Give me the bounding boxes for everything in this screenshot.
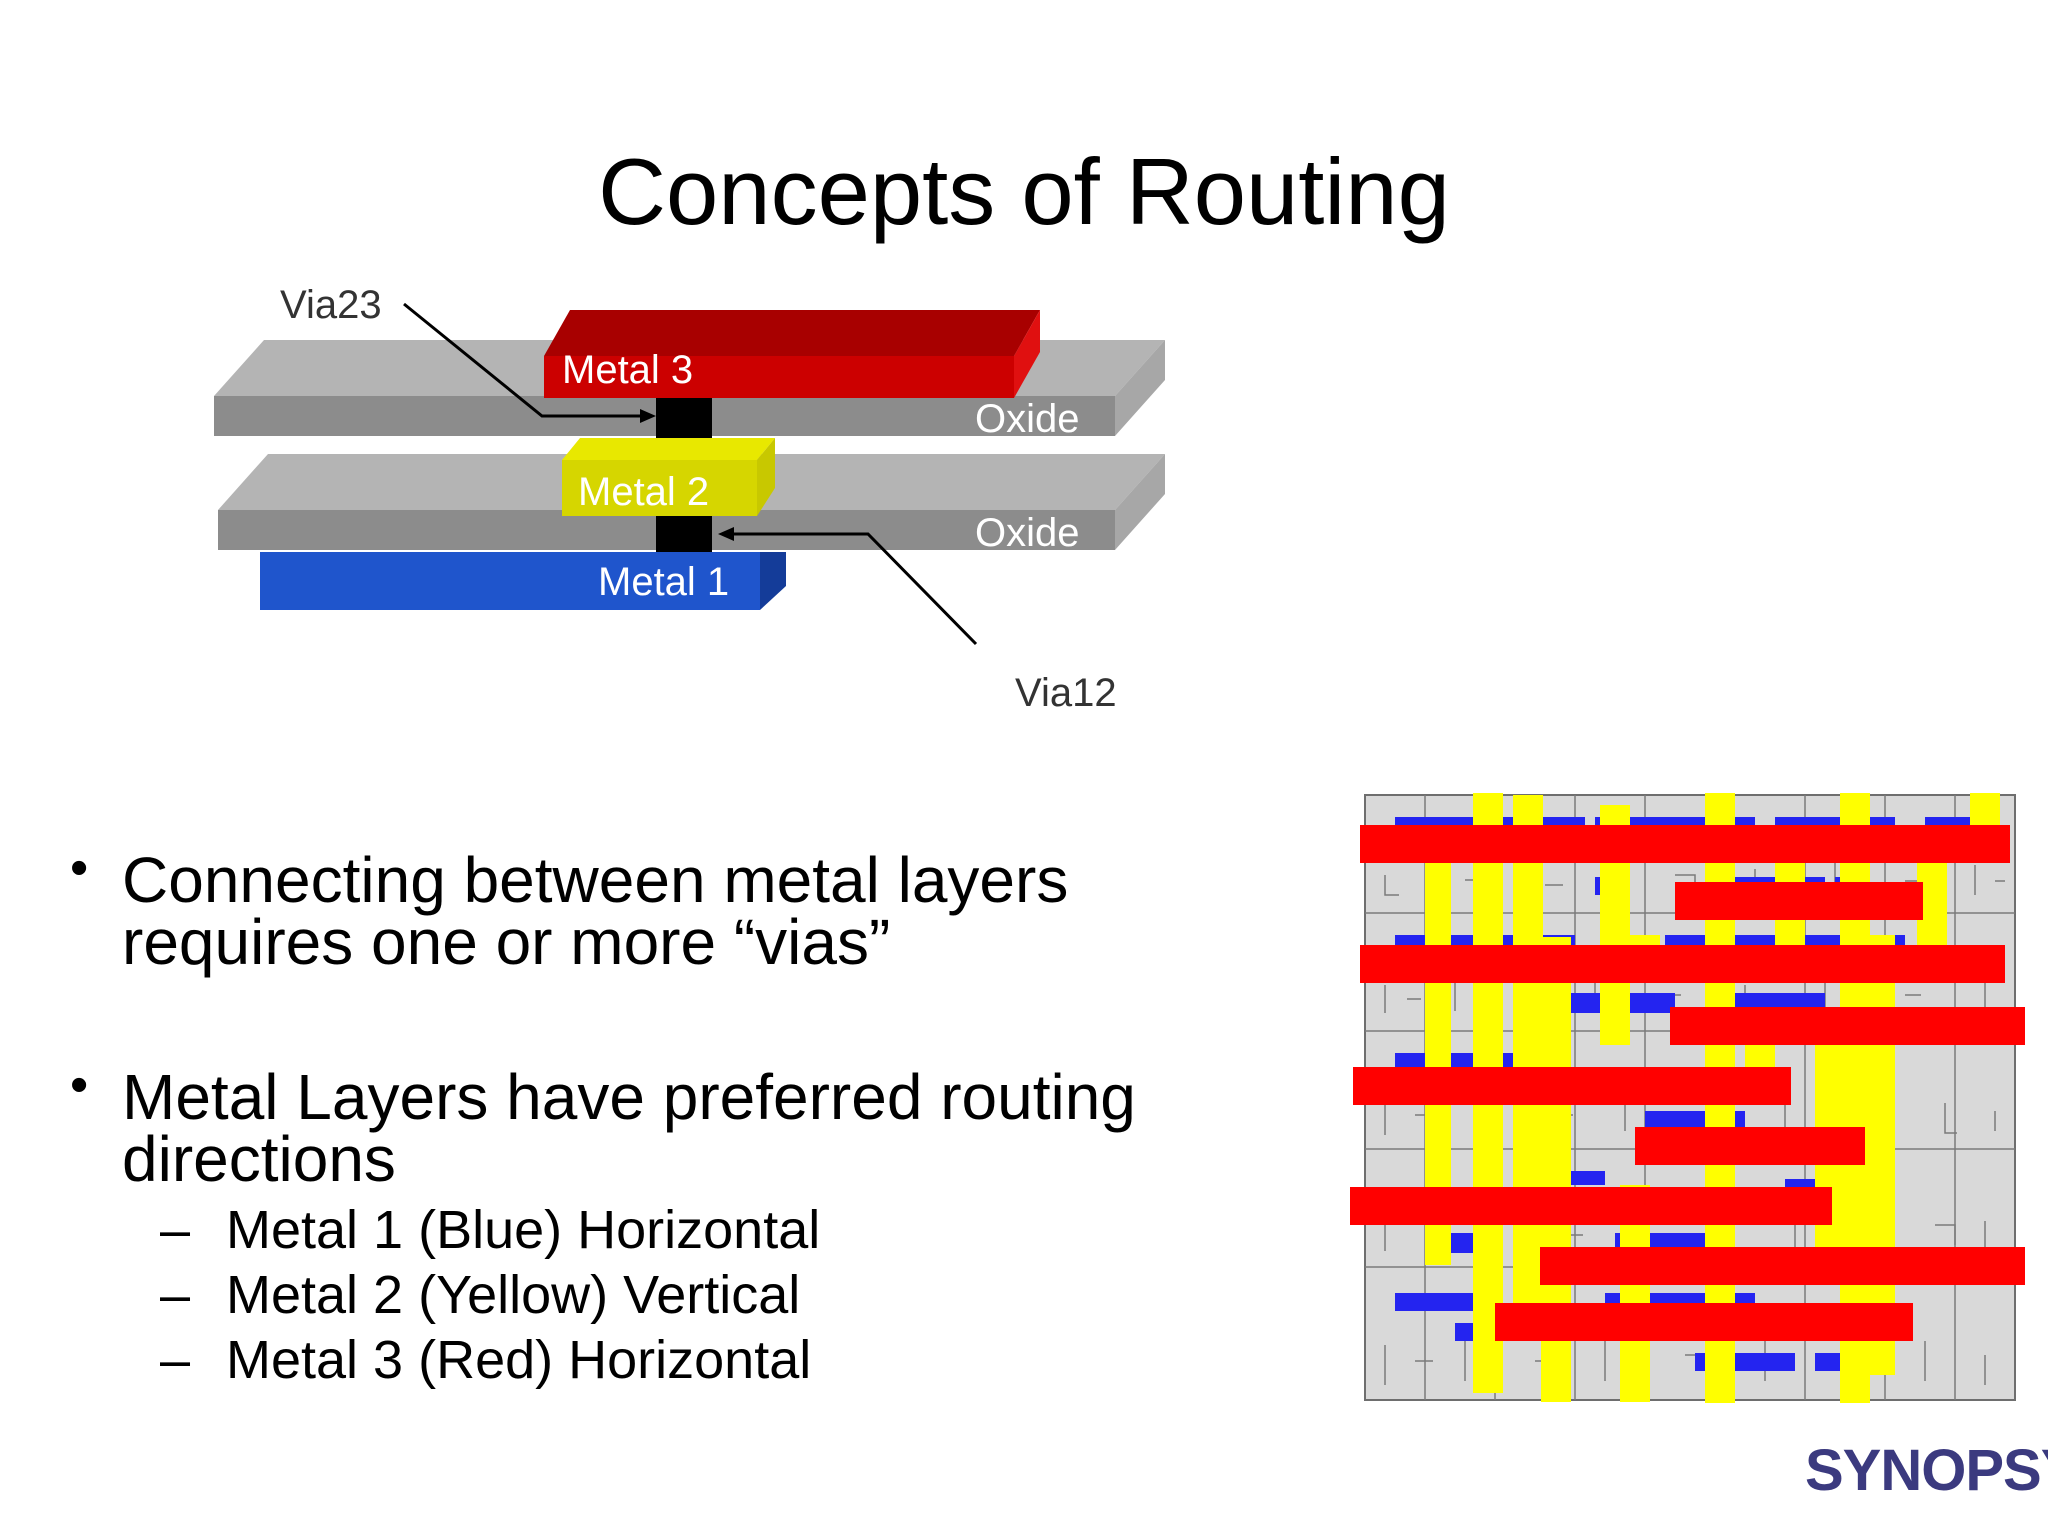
sub-bullet-metal1: –Metal 1 (Blue) Horizontal [160, 1203, 820, 1257]
oxide-bottom-label: Oxide [975, 511, 1080, 555]
page-title: Concepts of Routing [598, 139, 1450, 244]
metal1-bar [260, 552, 786, 610]
sub-bullet-text: Metal 2 (Yellow) Vertical [226, 1265, 801, 1325]
via23-label: Via23 [280, 283, 382, 327]
via23-block [656, 398, 712, 438]
logo-text: SYNOPSYS [1805, 1438, 2048, 1503]
routing-layout-image [1350, 793, 2025, 1403]
sub-bullet-text: Metal 3 (Red) Horizontal [226, 1330, 812, 1390]
metal2-label: Metal 2 [578, 470, 709, 514]
oxide-top-label: Oxide [975, 397, 1080, 441]
sub-bullet-metal2: –Metal 2 (Yellow) Vertical [160, 1268, 800, 1322]
sub-bullet-dash: – [160, 1200, 191, 1260]
bullet-line: Metal Layers have preferred routing [122, 1061, 1136, 1133]
bullet-dot: • [70, 839, 89, 897]
metal2-block [562, 438, 775, 516]
sub-bullet-text: Metal 1 (Blue) Horizontal [226, 1200, 821, 1260]
bullet-dot: • [70, 1056, 89, 1114]
sub-bullet-dash: – [160, 1330, 191, 1390]
via12-label: Via12 [1015, 671, 1117, 715]
metal3-bar [544, 310, 1040, 398]
bullet-line: directions [122, 1123, 396, 1195]
metal3-wires [1350, 825, 2025, 1341]
metal-stack-diagram: Via23 Metal 3 Oxide Metal 2 Oxide Metal … [214, 283, 1165, 715]
sub-bullet-metal3: –Metal 3 (Red) Horizontal [160, 1333, 811, 1387]
metal3-label: Metal 3 [562, 348, 693, 392]
synopsys-logo: SYNOPSYS® [1805, 1437, 2048, 1504]
bullet-line: requires one or more “vias” [122, 906, 891, 978]
sub-bullet-dash: – [160, 1265, 191, 1325]
bullet-line: Connecting between metal layers [122, 844, 1069, 916]
via12-block [656, 516, 712, 554]
metal1-label: Metal 1 [598, 560, 729, 604]
